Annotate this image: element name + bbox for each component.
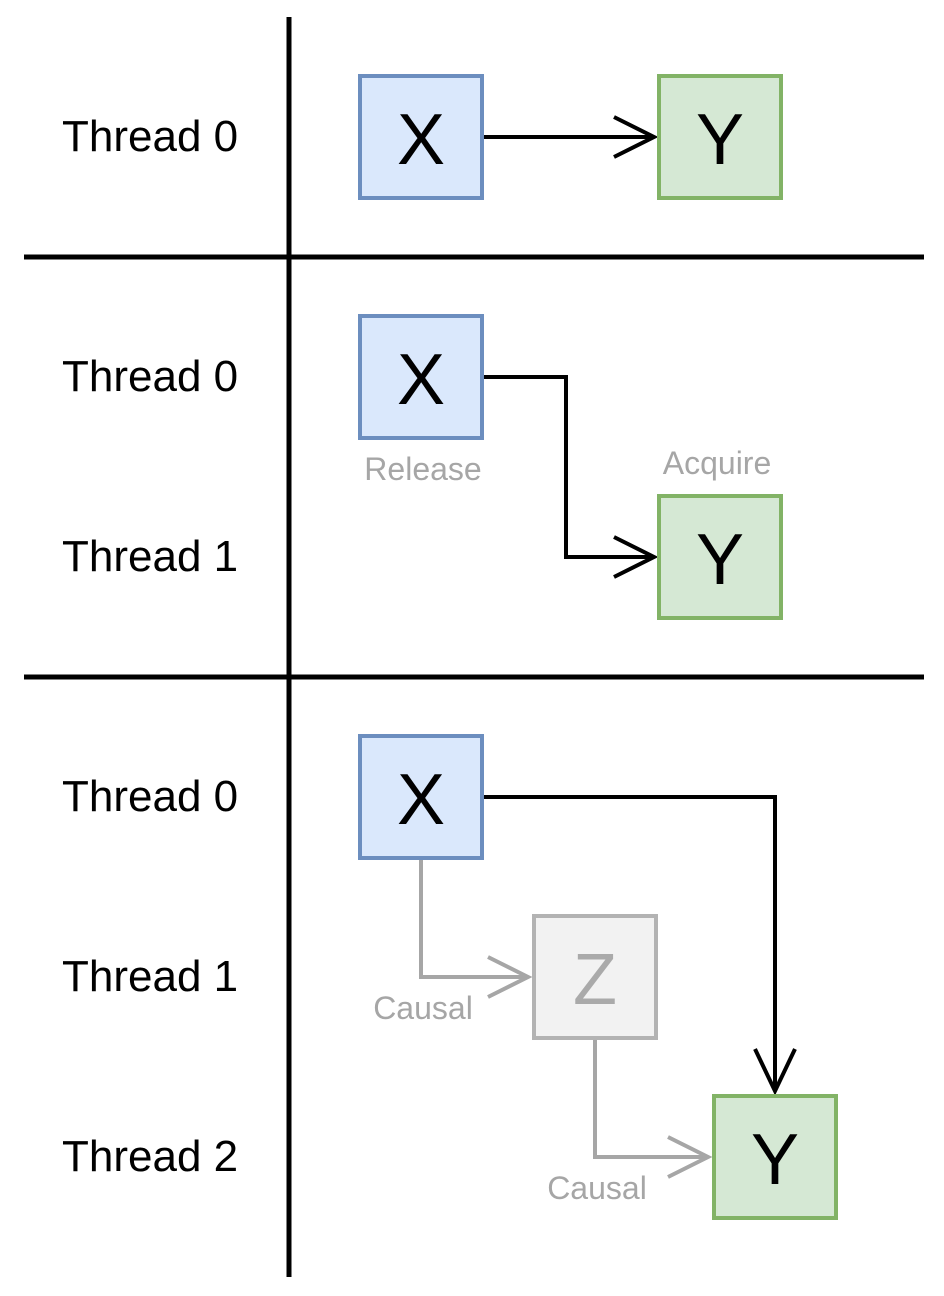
release-label: Release [364, 451, 481, 487]
acquire-label: Acquire [663, 445, 772, 481]
event-y: Y [657, 494, 783, 620]
event-z: Z [532, 914, 658, 1040]
causal-label-bg [364, 988, 482, 1028]
event-z-label: Z [573, 940, 617, 1020]
happens-before-arrow [482, 795, 777, 1089]
event-x-label: X [397, 100, 445, 180]
causal-arrow-z-to-y [593, 1038, 707, 1159]
causal-label: Causal [373, 990, 473, 1026]
event-y: Y [657, 74, 783, 200]
section-causal-chain: Thread 0 Thread 1 Thread 2 X Z Y Causal … [62, 734, 838, 1220]
synchronizes-with-arrow [482, 375, 652, 559]
causal-label-bg [538, 1168, 656, 1208]
event-x-box [358, 734, 484, 860]
event-x-label: X [397, 760, 445, 840]
event-y-label: Y [696, 100, 744, 180]
arrowhead [613, 115, 659, 159]
thread-label: Thread 2 [62, 1132, 238, 1181]
event-y: Y [712, 1094, 838, 1220]
event-y-label: Y [696, 520, 744, 600]
event-y-box [712, 1094, 838, 1220]
event-x-label: X [397, 340, 445, 420]
thread-label: Thread 1 [62, 952, 238, 1001]
causal-arrow-x-to-z [419, 858, 526, 979]
event-z-box [532, 914, 658, 1040]
event-y-box [657, 494, 783, 620]
event-x: X [358, 734, 484, 860]
arrowhead [667, 1135, 713, 1179]
causal-label: Causal [547, 1170, 647, 1206]
event-x: X [358, 314, 484, 440]
thread-label: Thread 0 [62, 112, 238, 161]
event-x-box [358, 314, 484, 440]
section-release-acquire: Thread 0 Thread 1 X Release Acquire Y [62, 314, 783, 620]
arrowhead [613, 535, 659, 579]
thread-label: Thread 0 [62, 772, 238, 821]
event-x: X [358, 74, 484, 200]
thread-label: Thread 0 [62, 352, 238, 401]
thread-label: Thread 1 [62, 532, 238, 581]
arrowhead [753, 1048, 797, 1096]
section-single-thread: Thread 0 X Y [62, 74, 783, 200]
event-y-label: Y [751, 1120, 799, 1200]
event-y-box [657, 74, 783, 200]
arrowhead [487, 955, 533, 999]
event-x-box [358, 74, 484, 200]
